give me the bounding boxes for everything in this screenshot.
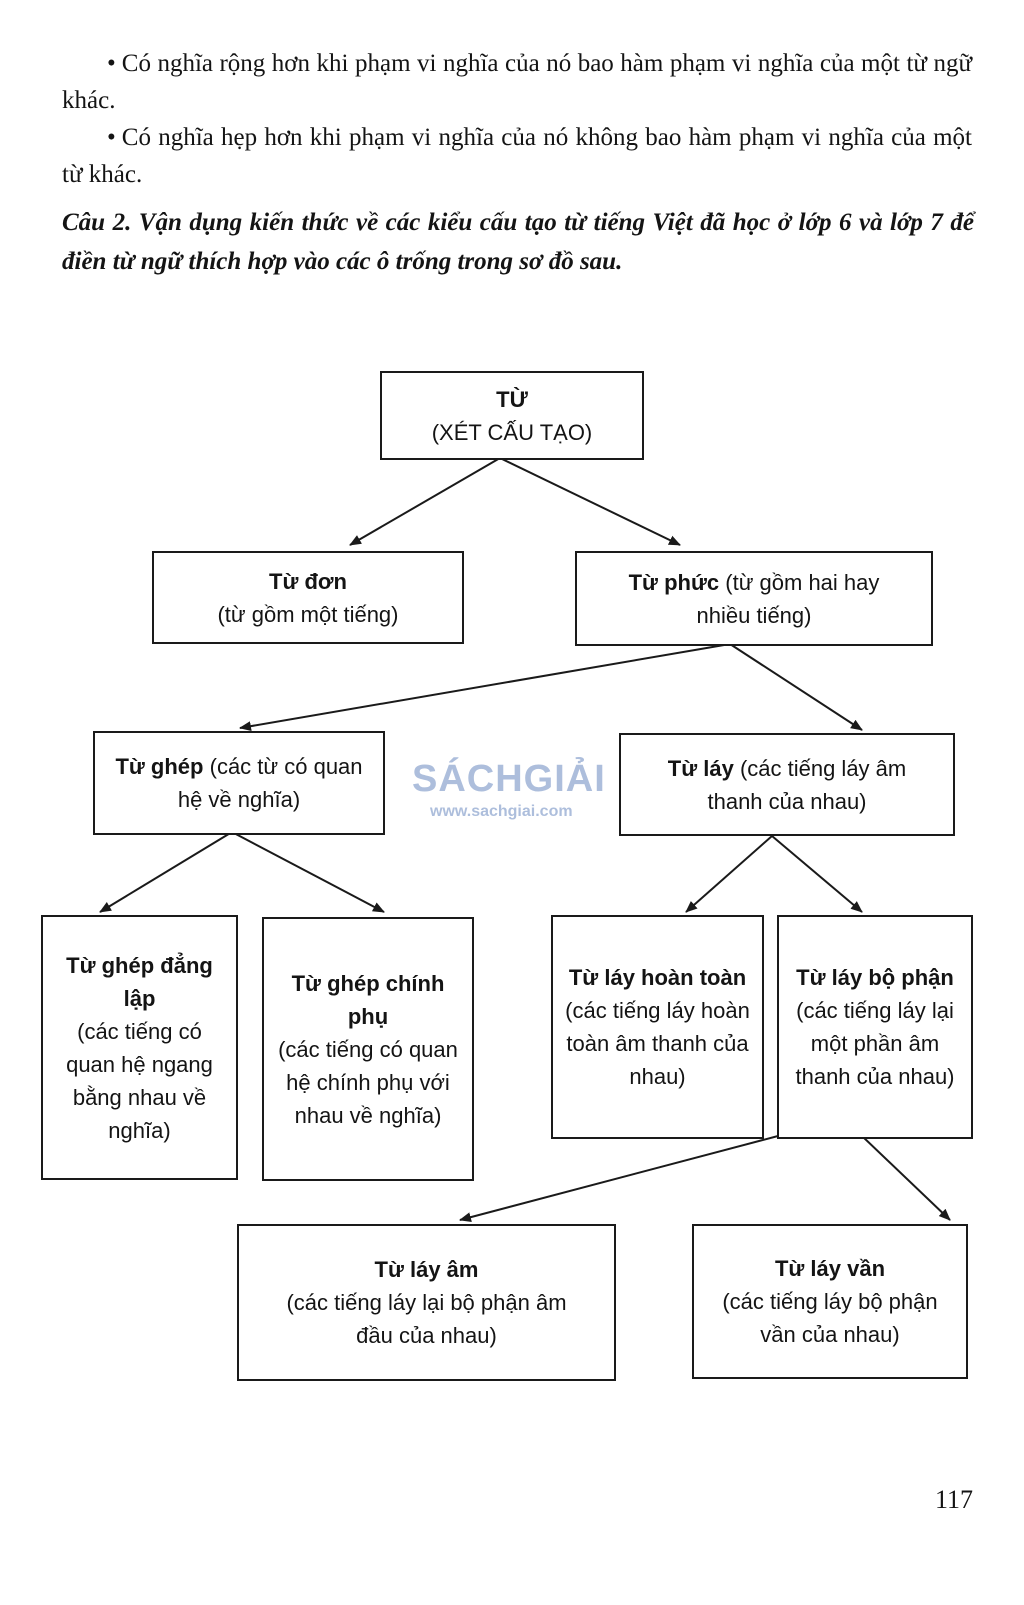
intro-text-1: Có nghĩa rộng hơn khi phạm vi nghĩa của … bbox=[62, 50, 972, 114]
node-tu-don-title: Từ đơn bbox=[269, 568, 347, 594]
node-root: TỪ (XÉT CẤU TẠO) bbox=[380, 371, 644, 460]
node-lay-am-title: Từ láy âm bbox=[374, 1257, 479, 1282]
node-lay-van-desc: (các tiếng láy bộ phận vần của nhau) bbox=[722, 1289, 938, 1347]
node-lay-bo-phan-title: Từ láy bộ phận bbox=[796, 965, 954, 990]
node-tu-phuc-title: Từ phức bbox=[628, 569, 720, 595]
arrow-phuc-to-ghep bbox=[239, 643, 731, 732]
node-tu-don: Từ đơn (từ gồm một tiếng) bbox=[152, 551, 464, 644]
node-ghep-chinh-phu: Từ ghép chính phụ (các tiếng có quan hệ … bbox=[262, 917, 474, 1181]
node-ghep-dang-lap-desc: (các tiếng có quan hệ ngang bằng nhau về… bbox=[66, 1018, 213, 1143]
arrow-bophan-to-van bbox=[861, 1135, 951, 1221]
node-root-desc: (XÉT CẤU TẠO) bbox=[431, 419, 593, 445]
arrow-root-to-phuc bbox=[499, 457, 681, 546]
arrow-ghep-to-chinhphu bbox=[231, 831, 385, 913]
node-tu-ghep-title: Từ ghép bbox=[115, 754, 204, 779]
arrow-ghep-to-danglap bbox=[99, 831, 233, 913]
node-ghep-chinh-phu-desc: (các tiếng có quan hệ chính phụ với nhau… bbox=[278, 1036, 458, 1128]
intro-paragraph-2: •Có nghĩa hẹp hơn khi phạm vi nghĩa của … bbox=[62, 119, 972, 193]
node-tu-lay-title: Từ láy bbox=[667, 755, 734, 781]
node-lay-am-desc: (các tiếng láy lại bộ phận âm đầu của nh… bbox=[286, 1290, 567, 1348]
node-lay-bo-phan-desc: (các tiếng láy lại một phần âm thanh của… bbox=[795, 998, 955, 1089]
arrow-phuc-to-lay bbox=[729, 643, 863, 731]
node-tu-phuc-desc: (từ gồm hai hay nhiều tiếng) bbox=[696, 569, 880, 628]
page-number: 117 bbox=[935, 1485, 974, 1514]
watermark: SÁCHGIẢI www.sachgiai.com bbox=[412, 758, 606, 821]
node-tu-don-desc: (từ gồm một tiếng) bbox=[217, 601, 399, 627]
question-2: Câu 2. Vận dụng kiến thức về các kiểu cấ… bbox=[62, 209, 974, 275]
node-ghep-dang-lap-title: Từ ghép đẳng lập bbox=[66, 952, 213, 1011]
node-lay-hoan-toan: Từ láy hoàn toàn (các tiếng láy hoàn toà… bbox=[551, 915, 764, 1139]
node-lay-am: Từ láy âm (các tiếng láy lại bộ phận âm … bbox=[237, 1224, 616, 1381]
intro-text-2: Có nghĩa hẹp hơn khi phạm vi nghĩa của n… bbox=[62, 124, 972, 188]
node-tu-ghep-desc: (các từ có quan hệ về nghĩa) bbox=[177, 754, 363, 812]
node-tu-ghep: Từ ghép (các từ có quan hệ về nghĩa) bbox=[93, 731, 385, 835]
arrow-lay-to-hoantoan bbox=[685, 835, 773, 913]
node-root-title: TỪ bbox=[496, 386, 528, 412]
bullet-icon: • bbox=[107, 124, 116, 151]
node-lay-van: Từ láy vần (các tiếng láy bộ phận vần củ… bbox=[692, 1224, 968, 1379]
node-lay-bo-phan: Từ láy bộ phận (các tiếng láy lại một ph… bbox=[777, 915, 973, 1139]
node-lay-hoan-toan-title: Từ láy hoàn toàn bbox=[568, 965, 747, 990]
watermark-url: www.sachgiai.com bbox=[430, 803, 573, 820]
arrow-bophan-to-am bbox=[459, 1135, 779, 1223]
node-ghep-dang-lap: Từ ghép đẳng lập (các tiếng có quan hệ n… bbox=[41, 915, 238, 1180]
node-tu-lay-desc: (các tiếng láy âm thanh của nhau) bbox=[707, 755, 907, 814]
arrow-lay-to-bophan bbox=[771, 835, 863, 913]
node-ghep-chinh-phu-title: Từ ghép chính phụ bbox=[291, 970, 445, 1029]
arrow-root-to-don bbox=[349, 457, 501, 546]
node-tu-phuc: Từ phức (từ gồm hai hay nhiều tiếng) bbox=[575, 551, 933, 646]
bullet-icon: • bbox=[107, 50, 116, 77]
watermark-brand: SÁCHGIẢI bbox=[412, 758, 606, 800]
node-lay-hoan-toan-desc: (các tiếng láy hoàn toàn âm thanh của nh… bbox=[565, 998, 750, 1089]
intro-paragraph-1: •Có nghĩa rộng hơn khi phạm vi nghĩa của… bbox=[62, 45, 972, 119]
node-lay-van-title: Từ láy vần bbox=[774, 1256, 886, 1281]
node-tu-lay: Từ láy (các tiếng láy âm thanh của nhau) bbox=[619, 733, 955, 836]
